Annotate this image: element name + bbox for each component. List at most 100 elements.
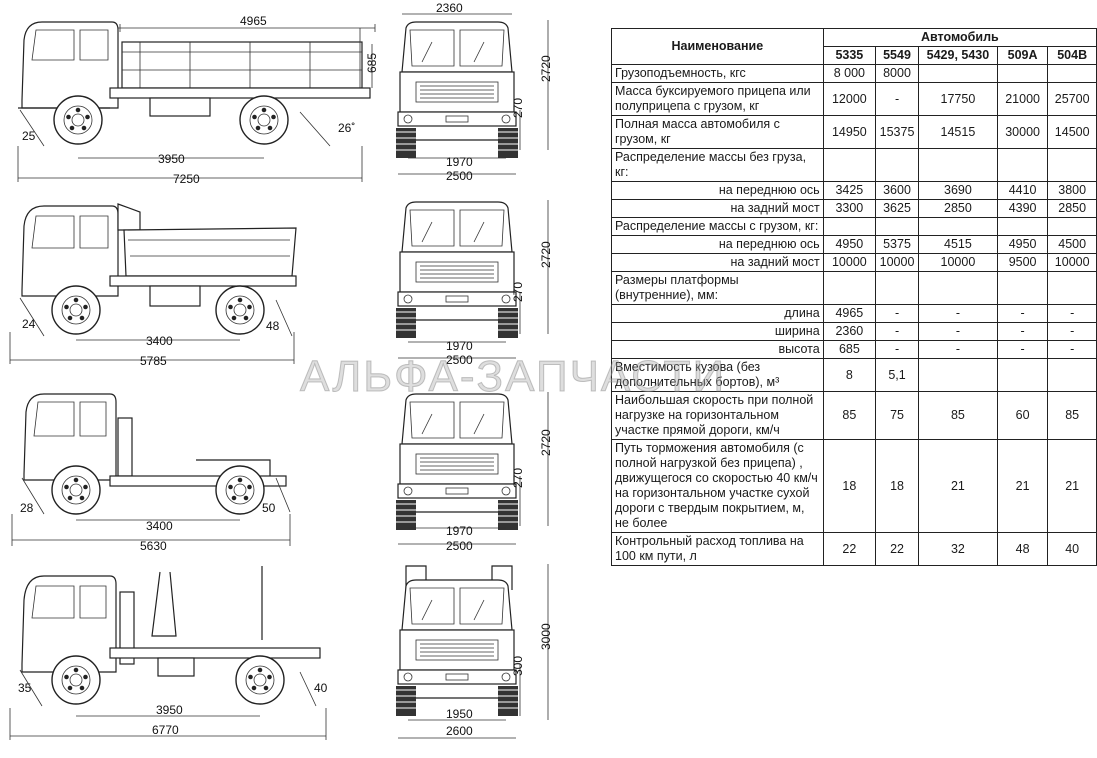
truck2-wheelbase-label: 3400	[146, 334, 173, 348]
row-label: Масса буксируемого прицепа или полуприце…	[611, 82, 824, 116]
truck1-side-view: 4965 685 25 26˚ 3950 7250	[17, 14, 379, 186]
table-cell: 21	[996, 439, 1049, 533]
truck4-overall-label: 6770	[152, 723, 179, 737]
table-row: Распределение массы с грузом, кг:	[611, 217, 1097, 236]
front4-track-label: 1950	[446, 707, 473, 721]
model-header: 509А	[996, 46, 1049, 65]
table-cell	[996, 271, 1049, 305]
front2-overall-width-label: 2500	[446, 353, 473, 367]
table-cell: 685	[822, 340, 877, 359]
table-cell	[996, 148, 1049, 182]
table-cell: -	[875, 82, 919, 116]
front4-height-label: 3000	[539, 623, 553, 650]
table-cell: 17750	[917, 82, 998, 116]
table-cell: -	[1047, 304, 1097, 323]
table-cell: 4500	[1047, 235, 1097, 254]
truck1-length-label: 4965	[240, 14, 267, 28]
truck3-side-view: 28 50 3400 5630	[11, 393, 291, 553]
table-cell: -	[917, 340, 998, 359]
front4-overall-width-label: 2600	[446, 724, 473, 738]
table-cell: 4390	[996, 199, 1049, 218]
row-label: на задний мост	[611, 253, 824, 272]
front3-height-label: 2720	[539, 429, 553, 456]
table-cell	[875, 148, 919, 182]
truck1-overall-label: 7250	[173, 172, 200, 186]
table-cell	[917, 64, 998, 83]
row-label: Размеры платформы (внутренние), мм:	[611, 271, 824, 305]
row-label: Распределение массы без груза, кг:	[611, 148, 824, 182]
table-row: Наибольшая скорость при полной нагрузке …	[611, 391, 1097, 440]
table-row: Путь торможения автомобиля (с полной наг…	[611, 439, 1097, 533]
front1-width-label: 2360	[436, 1, 463, 15]
table-cell: 21000	[996, 82, 1049, 116]
table-cell: 5,1	[875, 358, 919, 392]
front2-clearance-label: 270	[511, 282, 525, 302]
table-cell: 21	[1047, 439, 1097, 533]
table-cell: -	[917, 304, 998, 323]
truck2-side-view: 24 48 3400 5785	[9, 203, 297, 368]
table-cell	[1047, 64, 1097, 83]
table-cell	[917, 358, 998, 392]
row-label: высота	[611, 340, 824, 359]
table-cell: 85	[917, 391, 998, 440]
truck3-angle-front: 28	[20, 501, 34, 515]
front3-overall-width-label: 2500	[446, 539, 473, 553]
table-cell	[917, 271, 998, 305]
row-label: Распределение массы с грузом, кг:	[611, 217, 824, 236]
table-cell: -	[1047, 322, 1097, 341]
table-cell: 10000	[822, 253, 877, 272]
row-label: Контрольный расход топлива на 100 км пут…	[611, 532, 824, 566]
front3-clearance-label: 270	[511, 468, 525, 488]
table-row: Размеры платформы (внутренние), мм:	[611, 271, 1097, 305]
table-cell: -	[996, 322, 1049, 341]
truck4-front-view: 3000 300 1950 2600	[395, 564, 553, 739]
table-cell: -	[996, 304, 1049, 323]
front1-track-label: 1970	[446, 155, 473, 169]
table-cell: 2850	[917, 199, 998, 218]
row-label: длина	[611, 304, 824, 323]
table-cell: 30000	[996, 115, 1049, 149]
table-cell: 3600	[875, 181, 919, 200]
table-cell	[822, 271, 877, 305]
table-cell	[822, 217, 877, 236]
vehicle-group-header: Автомобиль	[822, 28, 1097, 47]
table-cell	[875, 217, 919, 236]
table-cell	[1047, 271, 1097, 305]
truck4-angle-front: 35	[18, 681, 32, 695]
row-label: на задний мост	[611, 199, 824, 218]
table-cell: 85	[1047, 391, 1097, 440]
truck3-overall-label: 5630	[140, 539, 167, 553]
table-cell: 10000	[1047, 253, 1097, 272]
front2-height-label: 2720	[539, 241, 553, 268]
table-cell: 60	[996, 391, 1049, 440]
truck4-wheelbase-label: 3950	[156, 703, 183, 717]
table-row: Масса буксируемого прицепа или полуприце…	[611, 82, 1097, 116]
table-cell: 40	[1047, 532, 1097, 566]
row-label: Полная масса автомобиля с грузом, кг	[611, 115, 824, 149]
truck1-angle-front: 25	[22, 129, 36, 143]
table-cell: 25700	[1047, 82, 1097, 116]
model-header: 5549	[875, 46, 919, 65]
truck1-angle-rear: 26˚	[338, 121, 355, 135]
table-cell: 3425	[822, 181, 877, 200]
table-cell: 22	[822, 532, 877, 566]
table-cell: 14515	[917, 115, 998, 149]
table-cell: 3800	[1047, 181, 1097, 200]
table-cell	[1047, 148, 1097, 182]
table-cell: 5375	[875, 235, 919, 254]
table-row: Контрольный расход топлива на 100 км пут…	[611, 532, 1097, 566]
table-cell: -	[875, 322, 919, 341]
table-cell: -	[875, 340, 919, 359]
table-cell	[996, 217, 1049, 236]
table-cell: 10000	[917, 253, 998, 272]
table-cell: 2360	[822, 322, 877, 341]
table-row: Вместимость кузова (без дополнительных б…	[611, 358, 1097, 392]
row-label: ширина	[611, 322, 824, 341]
